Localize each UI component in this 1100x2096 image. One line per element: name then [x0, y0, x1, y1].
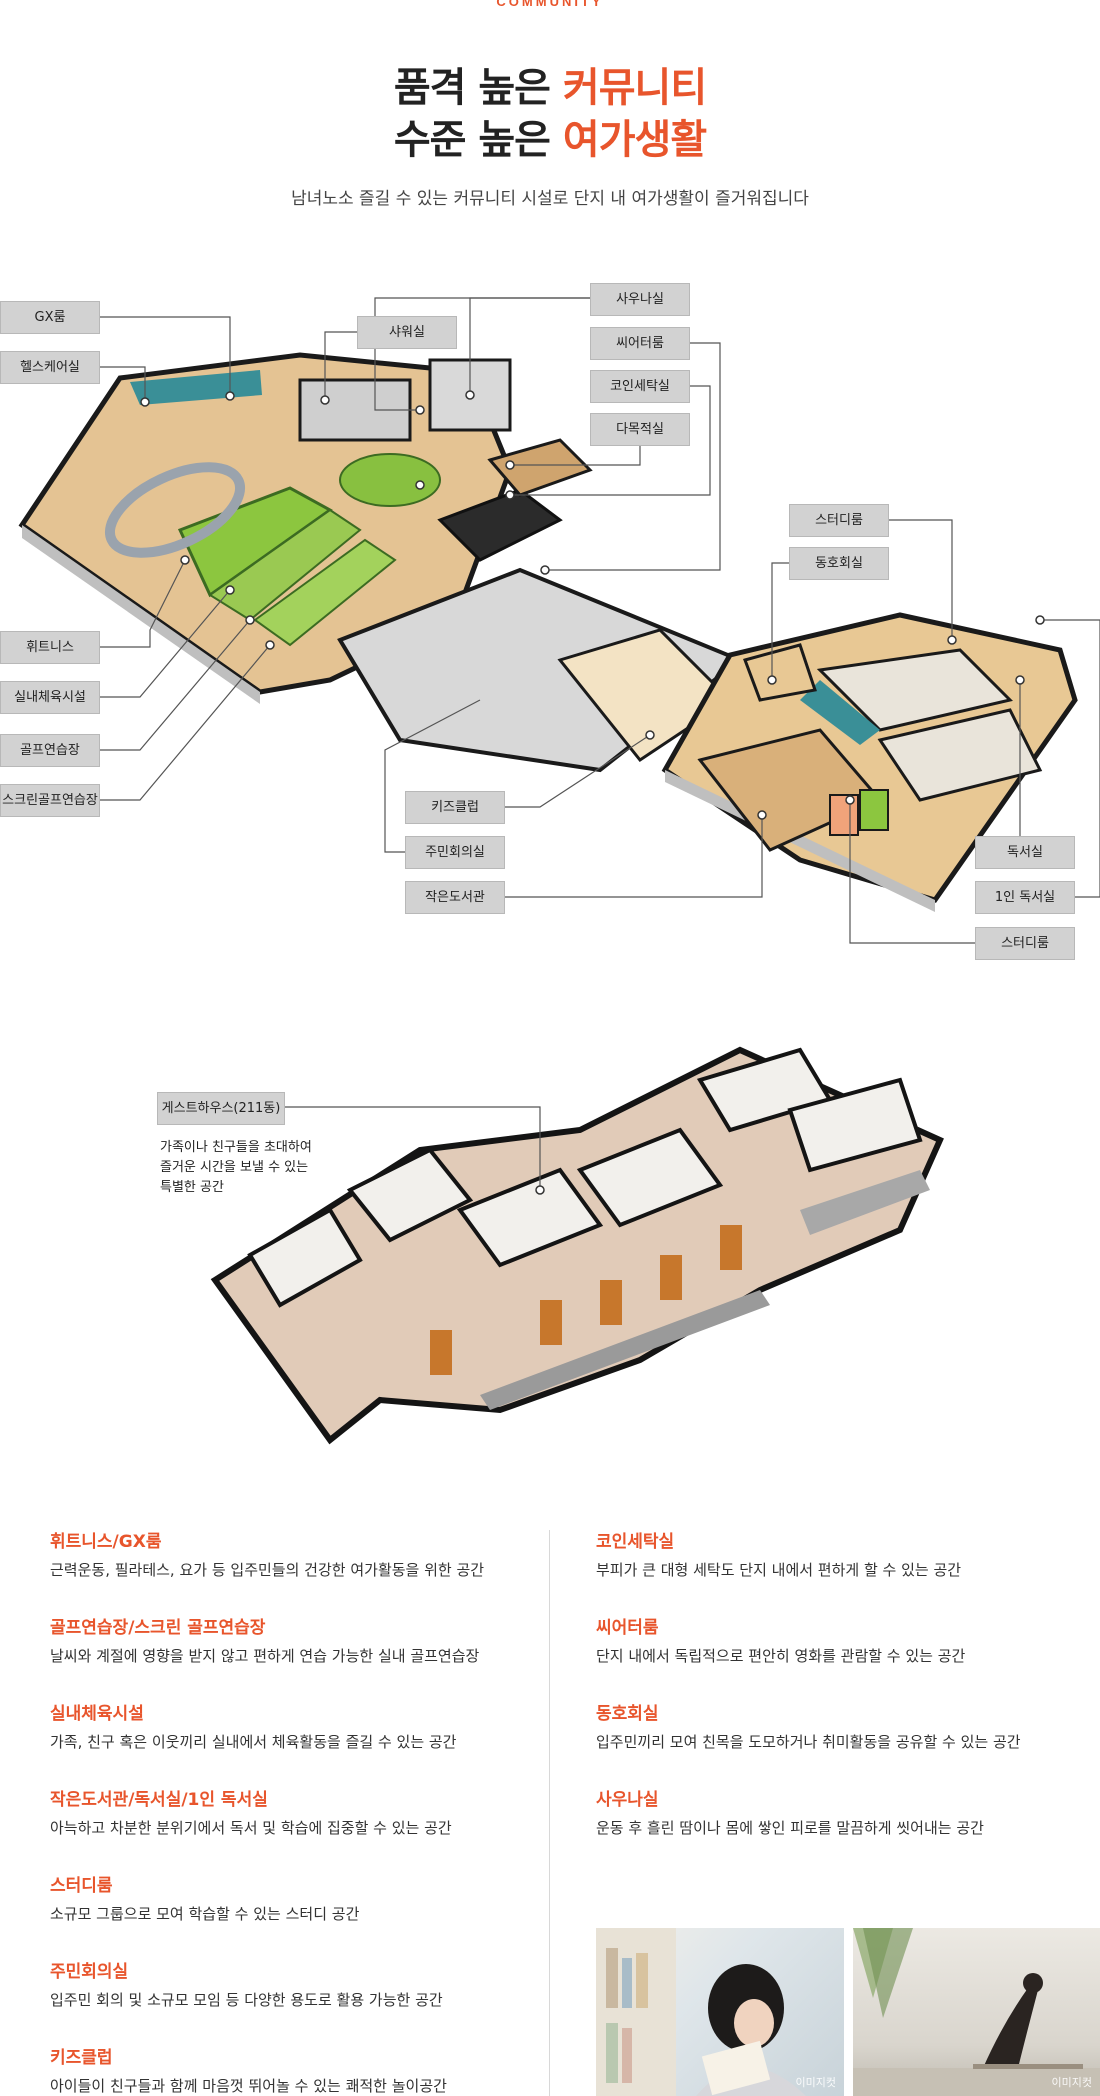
feature-title: 골프연습장/스크린 골프연습장: [50, 1618, 266, 1638]
label-study-room-top: 스터디룸: [789, 504, 889, 537]
theater-room: [437, 488, 563, 562]
guest-house-balcony-right: [800, 1170, 930, 1235]
feature-item: 동호회실 입주민끼리 모여 친목을 도모하거나 취미활동을 공유할 수 있는 공…: [596, 1702, 1096, 1754]
community-floor-plan-illustration: [18, 297, 1100, 944]
feature-title: 주민회의실: [50, 1962, 129, 1982]
headline-line-1-accent: 커뮤니티: [562, 65, 707, 111]
label-shower: 샤워실: [357, 316, 457, 349]
label-gx-room: GX룸: [0, 301, 100, 334]
page-headline: 품격 높은 커뮤니티 수준 높은 여가생활: [0, 62, 1100, 166]
feature-item: 골프연습장/스크린 골프연습장 날씨와 계절에 영향을 받지 않고 편하게 연습…: [50, 1616, 550, 1668]
feature-desc: 소규모 그룹으로 모여 학습할 수 있는 스터디 공간: [50, 1905, 360, 1923]
guest-house-floor: [210, 1046, 944, 1445]
lead-text: 남녀노소 즐길 수 있는 커뮤니티 시설로 단지 내 여가생활이 즐거워집니다: [291, 189, 809, 209]
screen-golf-turf: [253, 538, 397, 647]
feature-item: 사우나실 운동 후 흘린 땀이나 몸에 쌓인 피로를 말끔하게 씻어내는 공간: [596, 1788, 1096, 1840]
label-residents-meeting: 주민회의실: [405, 836, 505, 869]
guest-house-walls: [247, 1047, 923, 1308]
indoor-sports-turf: [208, 508, 362, 622]
guest-desc-line-2: 즐거운 시간을 보낼 수 있는: [160, 1160, 309, 1175]
feature-item: 코인세탁실 부피가 큰 대형 세탁도 단지 내에서 편하게 할 수 있는 공간: [596, 1530, 1096, 1582]
feature-desc: 부피가 큰 대형 세탁도 단지 내에서 편하게 할 수 있는 공간: [596, 1561, 962, 1579]
feature-desc: 운동 후 흘린 땀이나 몸에 쌓인 피로를 말끔하게 씻어내는 공간: [596, 1819, 984, 1837]
section-eyebrow: COMMUNITY: [496, 0, 604, 9]
reading-room: [816, 648, 1013, 732]
guest-house-balcony: [480, 1290, 770, 1410]
feature-title: 스터디룸: [50, 1876, 113, 1896]
feature-title: 코인세탁실: [596, 1532, 675, 1552]
feature-item: 주민회의실 입주민 회의 및 소규모 모임 등 다양한 용도로 활용 가능한 공…: [50, 1960, 550, 2012]
reading-room-teal: [800, 680, 880, 745]
photo-caption: 이미지컷: [1051, 2076, 1092, 2089]
column-divider: [549, 1530, 550, 2096]
label-study-room-bottom: 스터디룸: [975, 927, 1075, 960]
guest-desc-line-1: 가족이나 친구들을 초대하여: [160, 1140, 312, 1155]
feature-title: 실내체육시설: [50, 1704, 144, 1724]
label-club-room: 동호회실: [789, 547, 889, 580]
feature-desc: 입주민끼리 모여 친목을 도모하거나 취미활동을 공유할 수 있는 공간: [596, 1733, 1021, 1751]
feature-item: 씨어터룸 단지 내에서 독립적으로 편안히 영화를 관람할 수 있는 공간: [596, 1616, 1096, 1668]
reading-girl-photo: 이미지컷: [596, 1928, 844, 2096]
feature-title: 키즈클럽: [50, 2048, 113, 2068]
feature-title: 휘트니스/GX룸: [50, 1532, 162, 1552]
guest-house-description: 가족이나 친구들을 초대하여 즐거운 시간을 보낼 수 있는 특별한 공간: [160, 1138, 360, 1198]
leader-dots: [140, 390, 1045, 820]
feature-title: 동호회실: [596, 1704, 659, 1724]
label-multipurpose: 다목적실: [590, 413, 690, 446]
leader-lines: [100, 297, 1100, 944]
feature-title: 씨어터룸: [596, 1618, 659, 1638]
feature-title: 작은도서관/독서실/1인 독서실: [50, 1790, 268, 1810]
label-coin-laundry: 코인세탁실: [590, 370, 690, 403]
label-single-reading-room: 1인 독서실: [975, 881, 1075, 914]
feature-desc: 아늑하고 차분한 분위기에서 독서 및 학습에 집중할 수 있는 공간: [50, 1819, 452, 1837]
reading-girl-graphic: [596, 1928, 806, 2096]
yoga-graphic: [853, 1928, 1100, 2096]
laundry-room: [487, 438, 593, 497]
headline-line-1: 품격 높은 커뮤니티: [0, 62, 1100, 114]
label-health-care: 헬스케어실: [0, 351, 100, 384]
fitness-track: [104, 462, 246, 558]
headline-line-1-prefix: 품격 높은: [393, 65, 563, 111]
feature-item: 휘트니스/GX룸 근력운동, 필라테스, 요가 등 입주민들의 건강한 여가활동…: [50, 1530, 550, 1582]
guest-house-leader: [285, 1106, 541, 1190]
feature-desc: 날씨와 계절에 영향을 받지 않고 편하게 연습 가능한 실내 골프연습장: [50, 1647, 480, 1665]
label-indoor-sports: 실내체육시설: [0, 681, 100, 714]
feature-item: 스터디룸 소규모 그룹으로 모여 학습할 수 있는 스터디 공간: [50, 1874, 550, 1926]
left-wing-base: [22, 525, 260, 704]
label-fitness: 휘트니스: [0, 631, 100, 664]
right-wing-base: [665, 770, 935, 912]
headline-line-2-accent: 여가생활: [562, 117, 707, 163]
label-golf: 골프연습장: [0, 734, 100, 767]
guest-desc-line-3: 특별한 공간: [160, 1180, 224, 1195]
feature-item: 키즈클럽 아이들이 친구들과 함께 마음껏 뛰어놀 수 있는 쾌적한 놀이공간: [50, 2046, 550, 2096]
guest-house-illustration: [210, 1046, 944, 1445]
label-small-library: 작은도서관: [405, 881, 505, 914]
label-theater: 씨어터룸: [590, 327, 690, 360]
feature-desc: 가족, 친구 혹은 이웃끼리 실내에서 체육활동을 즐길 수 있는 공간: [50, 1733, 457, 1751]
headline-line-2: 수준 높은 여가생활: [0, 114, 1100, 166]
feature-item: 실내체육시설 가족, 친구 혹은 이웃끼리 실내에서 체육활동을 즐길 수 있는…: [50, 1702, 550, 1754]
feature-desc: 아이들이 친구들과 함께 마음껏 뛰어놀 수 있는 쾌적한 놀이공간: [50, 2077, 447, 2095]
feature-desc: 단지 내에서 독립적으로 편안히 영화를 관람할 수 있는 공간: [596, 1647, 966, 1665]
guest-house-leader-dot: [535, 1185, 545, 1195]
feature-item: 작은도서관/독서실/1인 독서실 아늑하고 차분한 분위기에서 독서 및 학습에…: [50, 1788, 550, 1840]
feature-desc: 입주민 회의 및 소규모 모임 등 다양한 용도로 활용 가능한 공간: [50, 1991, 443, 2009]
feature-title: 사우나실: [596, 1790, 659, 1810]
photo-caption: 이미지컷: [795, 2076, 836, 2089]
feature-desc: 근력운동, 필라테스, 요가 등 입주민들의 건강한 여가활동을 위한 공간: [50, 1561, 485, 1579]
label-kids-club: 키즈클럽: [405, 791, 505, 824]
guest-house-wood-doors: [430, 1225, 742, 1375]
label-sauna: 사우나실: [590, 283, 690, 316]
label-reading-room: 독서실: [975, 836, 1075, 869]
label-screen-golf: 스크린골프연습장: [0, 784, 100, 817]
label-guest-house: 게스트하우스(211동): [157, 1092, 285, 1125]
headline-line-2-prefix: 수준 높은: [393, 117, 563, 163]
round-green: [339, 453, 441, 507]
single-reading-room: [877, 708, 1043, 802]
club-room: [743, 643, 817, 702]
yoga-photo: 이미지컷: [853, 1928, 1100, 2096]
study-room-green: [859, 789, 889, 831]
